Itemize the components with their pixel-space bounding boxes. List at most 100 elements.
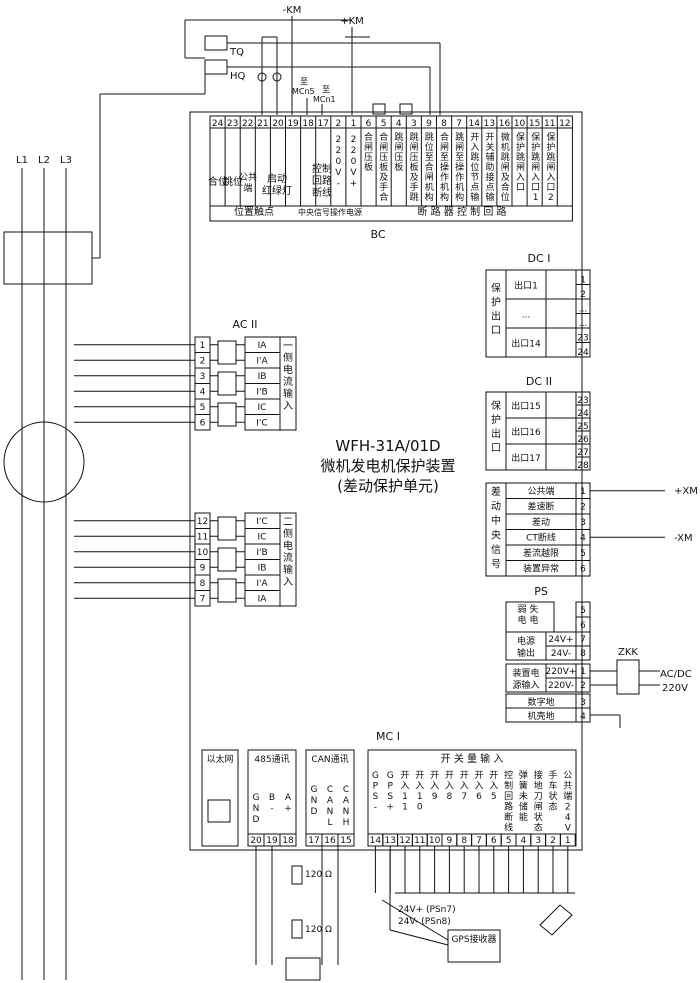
ethernet-label: 以太网 (206, 753, 233, 765)
ps-in-b: 源输入 (512, 679, 539, 691)
ct-coil-icon (217, 578, 237, 603)
ac2-terminal-10: 10 (197, 548, 209, 558)
rs485-terminal-18: 18 (282, 836, 294, 846)
dc-output-name: 出口14 (511, 338, 541, 350)
ps-in-term: 1 (580, 667, 586, 677)
input-terminal-8: 8 (461, 836, 467, 846)
ac2-channel-label: IB (258, 564, 267, 574)
ac2-top-group (279, 336, 297, 431)
bc-terminal-11: 11 (544, 119, 555, 129)
can-terminal-17: 17 (308, 836, 319, 846)
lamp-label: 启动红绿灯 (262, 172, 292, 197)
input-terminal-13: 13 (384, 836, 395, 846)
pos-trip: 跳位 (223, 175, 243, 188)
bc-col-8: 开关辅助接点输 (486, 132, 495, 203)
input-terminal-3: 3 (535, 836, 541, 846)
tq-label: TQ (229, 47, 244, 58)
xm-plus-label: +XM (674, 486, 698, 497)
rs485-terminal-19: 19 (266, 836, 278, 846)
input-terminal-12: 12 (399, 836, 410, 846)
ac2-label: AC II (233, 318, 258, 331)
input-col-3: 接地刀闸状态 (534, 769, 543, 834)
ps-term-6: 6 (580, 621, 586, 631)
ct-coil-icon (217, 516, 237, 541)
input-terminal-6: 6 (491, 836, 497, 846)
dc-output-name: 出口17 (511, 452, 540, 464)
dc1-label: DC I (528, 252, 551, 265)
rs485-col-19: B- (269, 793, 275, 814)
zkk-switch (616, 659, 640, 695)
signal-terminal: 5 (580, 549, 586, 559)
bc-col-10: 保护跳闸入口 (516, 131, 525, 193)
bc-col-2: 跳闸压板 (394, 131, 403, 173)
breaker-label: 断 路 器 控 制 回 路 (417, 205, 506, 218)
dc-output-name: ... (522, 311, 531, 321)
ac2-channel-label: I'B (256, 548, 267, 558)
ac2-bottom-group (279, 512, 297, 607)
dc-contact-cell (545, 327, 577, 358)
bc-col-7: 开入跳位节点输 (470, 132, 479, 203)
bc-terminal-18: 18 (302, 119, 314, 129)
bc-terminal-4: 4 (396, 119, 402, 129)
dc-terminal-b: 2 (580, 290, 586, 300)
ac2-channel-label: IC (258, 403, 267, 413)
signal-name: 差动 (532, 516, 550, 528)
dc-terminal-b: 24 (577, 348, 589, 358)
computer-icon (285, 957, 321, 981)
ac2-channel-label: I'C (256, 517, 267, 527)
ps-out-term: 8 (580, 649, 586, 659)
bc-terminal-19: 19 (287, 119, 299, 129)
signal-name: 差速断 (527, 501, 554, 513)
ps-cg-term: 4 (580, 712, 586, 722)
can-terminal (337, 833, 355, 847)
bc-terminal-22: 22 (242, 119, 253, 129)
km-plus-label: +KM (340, 16, 364, 27)
ps-case-ground: 机壳地 (527, 710, 554, 722)
center-signal-label: 中央信号 (298, 207, 330, 217)
ac2-terminal-8: 8 (200, 579, 206, 589)
input-terminal-5: 5 (506, 836, 512, 846)
ac2-channel-label: I'A (256, 357, 268, 367)
dc-terminal-cell (575, 342, 591, 358)
bc-terminal-2: 2 (335, 119, 341, 129)
ac2-terminal-12: 12 (197, 517, 208, 527)
bc-col-1: 合闸压板及手合 (379, 131, 388, 203)
pos-closed: 合位 (208, 175, 228, 188)
bc-col-4: 跳位至合闸机构 (425, 131, 434, 203)
ac2-channel-label: I'B (256, 388, 267, 398)
ac2-terminal-3: 3 (200, 372, 206, 382)
ps-out-term: 7 (580, 635, 586, 645)
line-l1: L1 (16, 155, 28, 166)
pos-common: 公共端 (239, 172, 257, 194)
switch-input-label: 开 关 量 输 入 (441, 752, 504, 765)
signal-name: 公共端 (527, 485, 554, 497)
input-terminal-14: 14 (370, 836, 382, 846)
ps-out-b: 输出 (517, 647, 535, 659)
r120-bottom: 120 Ω (305, 925, 332, 935)
ac2-terminal-9: 9 (200, 564, 206, 574)
dc-group-text: 保护出口 (491, 282, 501, 337)
ctrl-label: 控制回路断线 (312, 162, 332, 199)
dc-terminal-b: 26 (577, 435, 589, 445)
ac2-bottom-group-text: 二侧电流输入 (283, 517, 293, 588)
ethernet-port-icon (207, 799, 231, 823)
device-model: WFH-31A/01D (335, 437, 440, 455)
ethernet-cell (201, 749, 239, 847)
dc-output-name: 出口1 (514, 280, 538, 292)
ps-in-a: 装置电 (512, 667, 539, 679)
v220-label: 220V (662, 683, 688, 694)
